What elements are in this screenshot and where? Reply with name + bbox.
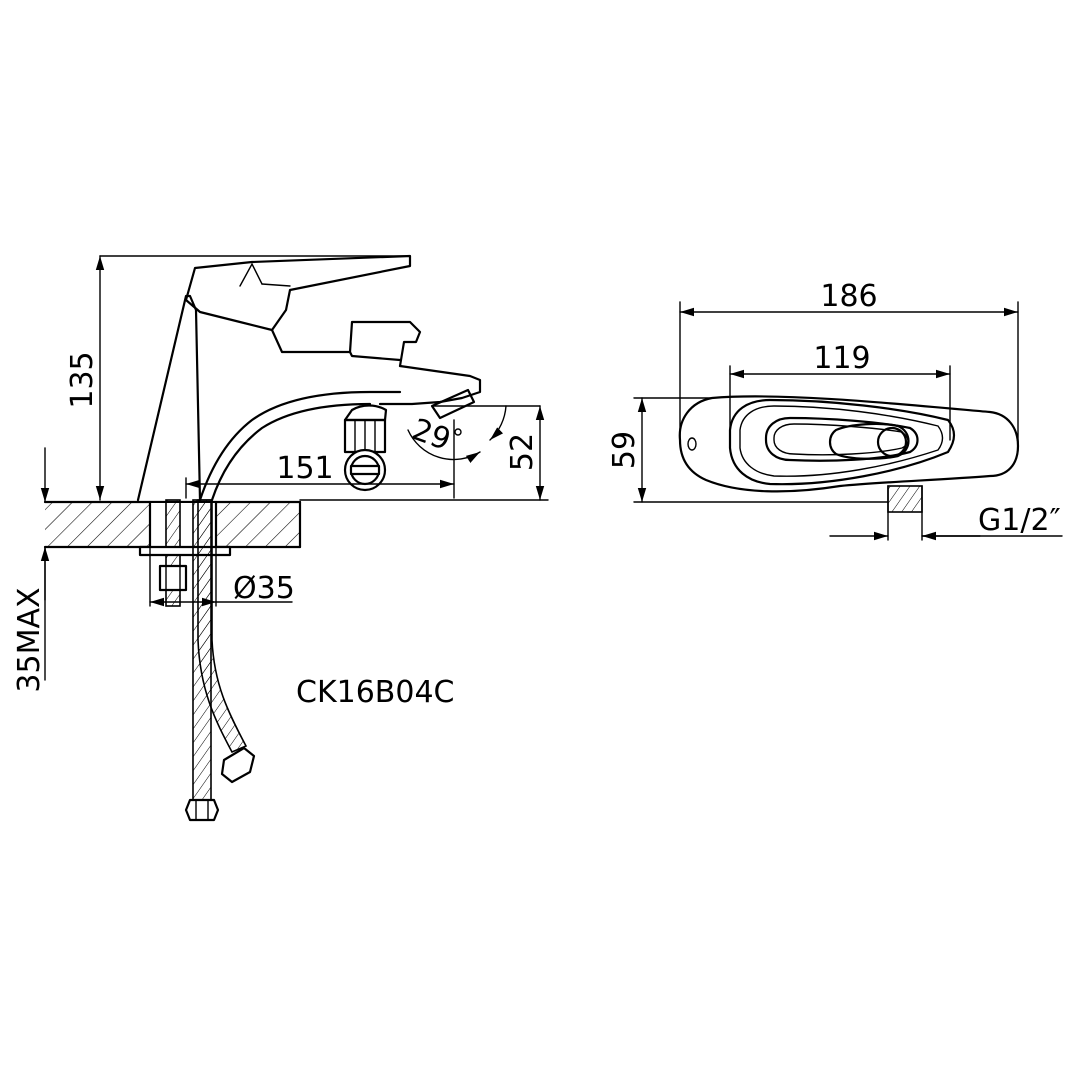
dim-spout-angle-label: 29	[407, 412, 455, 458]
dim-deck-thickness: 35MAX	[12, 447, 50, 693]
dim-inlet-thread: G1/2″	[829, 503, 1063, 541]
dim-handle-length-label: 119	[813, 341, 870, 376]
dim-inlet-thread-label: G1/2″	[978, 503, 1061, 538]
side-view: 135 151 29 52 35MAX	[12, 254, 549, 822]
dim-spout-height: 52	[299, 405, 549, 501]
dim-deck-thickness-label: 35MAX	[12, 587, 47, 692]
dim-overall-length-label: 186	[820, 279, 877, 314]
model-label: CK16B04C	[296, 675, 455, 710]
dim-overall-width-label: 59	[607, 431, 642, 469]
top-view: 186 119 59 G1/2″	[607, 279, 1063, 541]
dim-spout-reach-label: 151	[276, 451, 333, 486]
mounting-hardware	[138, 499, 256, 822]
dim-overall-length: 186	[679, 279, 1019, 447]
dim-height-total: 135	[65, 255, 411, 501]
dim-hole-diameter-label: Ø35	[233, 571, 295, 606]
dim-overall-width: 59	[607, 397, 889, 503]
dim-height-total-label: 135	[65, 351, 100, 408]
dim-spout-reach: 151	[185, 419, 455, 499]
dim-handle-length: 119	[729, 341, 951, 441]
dim-spout-height-label: 52	[505, 433, 540, 471]
dim-hole-diameter: Ø35	[149, 546, 295, 607]
